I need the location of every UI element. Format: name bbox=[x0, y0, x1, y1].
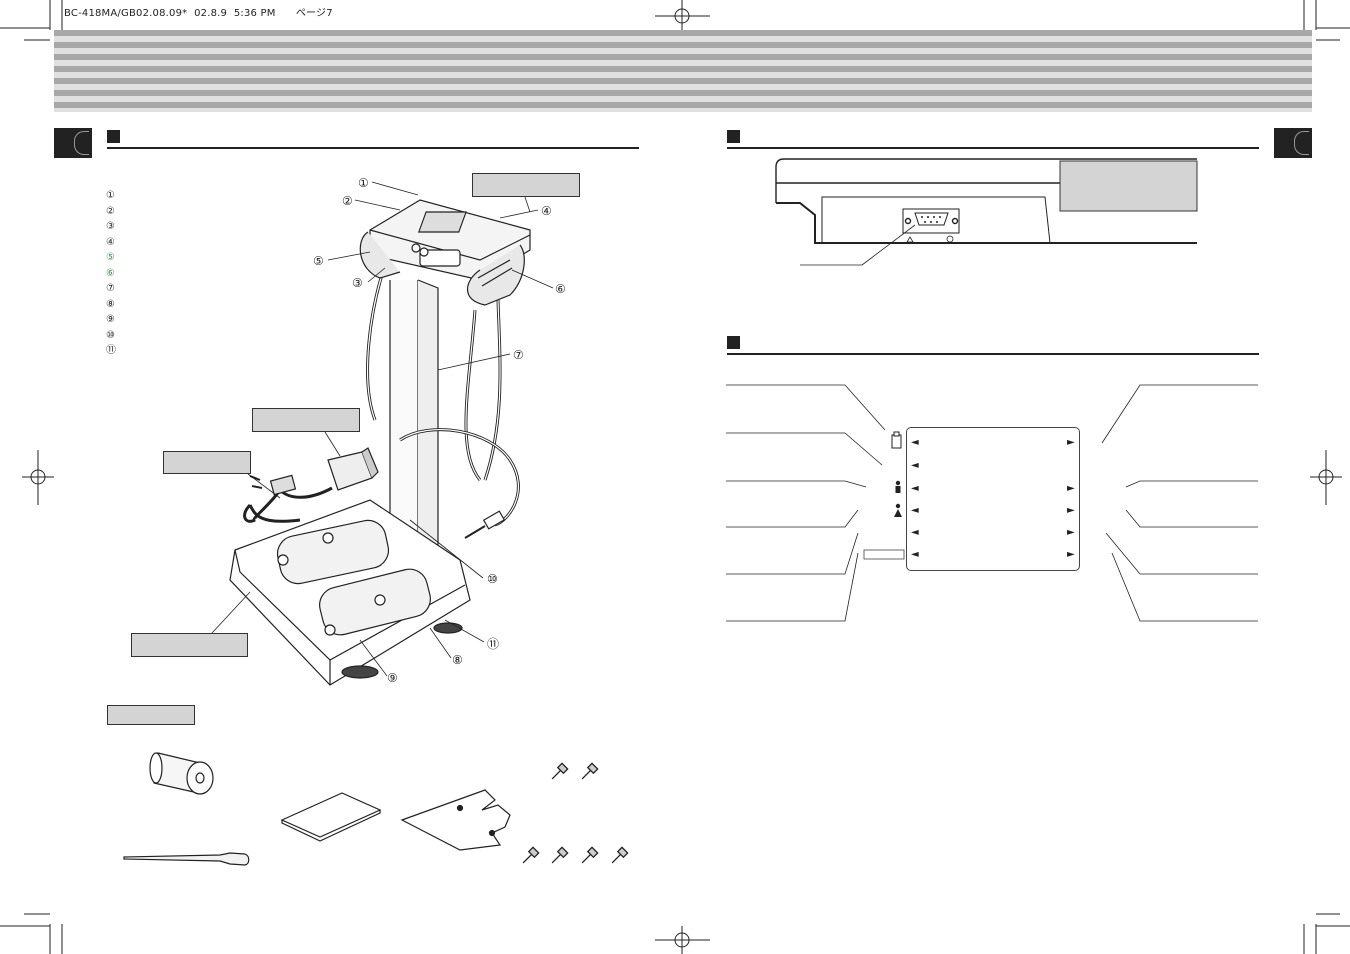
page-tab-right bbox=[1274, 128, 1312, 158]
parts-item: ③ bbox=[106, 221, 115, 232]
male-icon bbox=[895, 480, 901, 493]
page-tab-left bbox=[54, 128, 92, 158]
callout-10: ⑩ bbox=[487, 572, 498, 586]
label-box-platform bbox=[131, 633, 248, 657]
lcd-arrow-left: ◄ bbox=[911, 460, 919, 471]
callout-6: ⑥ bbox=[555, 282, 566, 296]
lcd-arrow-left: ◄ bbox=[911, 527, 919, 538]
parts-item: ⑨ bbox=[106, 314, 115, 325]
parts-item: ② bbox=[106, 205, 115, 217]
female-icon bbox=[894, 503, 902, 517]
callout-8: ⑧ bbox=[452, 653, 463, 667]
section-rule bbox=[727, 147, 1259, 149]
lcd-indicator-box bbox=[863, 549, 905, 560]
lcd-arrow-left: ◄ bbox=[911, 549, 919, 560]
callout-3: ③ bbox=[352, 276, 363, 290]
lcd-arrow-right: ► bbox=[1067, 549, 1075, 560]
lcd-arrow-right: ► bbox=[1067, 505, 1075, 516]
label-box-accessories bbox=[107, 705, 195, 725]
callout-2: ② bbox=[342, 194, 353, 208]
device-illustration: ① ② ③ ④ ⑤ ⑥ ⑦ ⑧ ⑨ ⑩ ⑪ bbox=[211, 176, 566, 686]
parts-item: ⑦ bbox=[106, 283, 115, 294]
section-rule bbox=[107, 147, 639, 149]
callout-4: ④ bbox=[541, 204, 552, 218]
parts-item: ⑥ bbox=[106, 267, 115, 279]
parts-item: ① bbox=[106, 190, 115, 201]
section-marker bbox=[727, 130, 740, 143]
lcd-arrow-left: ◄ bbox=[911, 437, 919, 448]
lcd-arrow-right: ► bbox=[1067, 437, 1075, 448]
accessories-illustration bbox=[123, 752, 629, 866]
printer-icon-top bbox=[893, 431, 900, 437]
label-box-display-unit bbox=[472, 173, 580, 197]
lcd-arrow-left: ◄ bbox=[911, 483, 919, 494]
callout-5: ⑤ bbox=[313, 254, 324, 268]
rs232-connector-diagram bbox=[775, 158, 1198, 266]
header-stripe-band bbox=[54, 30, 1312, 112]
parts-item: ⑤ bbox=[106, 252, 115, 263]
section-marker bbox=[727, 336, 740, 349]
callout-11: ⑪ bbox=[487, 637, 499, 651]
label-box-adapter bbox=[252, 408, 360, 432]
parts-item: ④ bbox=[106, 236, 115, 248]
callout-9: ⑨ bbox=[387, 671, 398, 685]
parts-item: ⑧ bbox=[106, 298, 115, 310]
section-rule bbox=[727, 353, 1259, 355]
lcd-arrow-right: ► bbox=[1067, 483, 1075, 494]
callout-1: ① bbox=[358, 176, 369, 190]
label-box-power-cord bbox=[163, 451, 251, 474]
lcd-display-panel: ◄ ◄ ◄ ◄ ◄ ◄ ► ► ► ► ► bbox=[906, 427, 1080, 571]
parts-list: ① ② ③ ④ ⑤ ⑥ ⑦ ⑧ ⑨ ⑩ ⑪ bbox=[106, 188, 116, 359]
section-marker bbox=[107, 130, 120, 143]
lcd-callout-lines bbox=[726, 384, 1258, 622]
parts-item: ⑩ bbox=[106, 329, 115, 341]
print-header: BC-418MA/GB02.08.09* 02.8.9 5:36 PM ページ7 bbox=[64, 8, 333, 19]
printer-icon bbox=[891, 434, 902, 449]
lcd-arrow-left: ◄ bbox=[911, 505, 919, 516]
lcd-arrow-right: ► bbox=[1067, 527, 1075, 538]
callout-7: ⑦ bbox=[513, 348, 524, 362]
parts-item: ⑪ bbox=[106, 345, 116, 356]
